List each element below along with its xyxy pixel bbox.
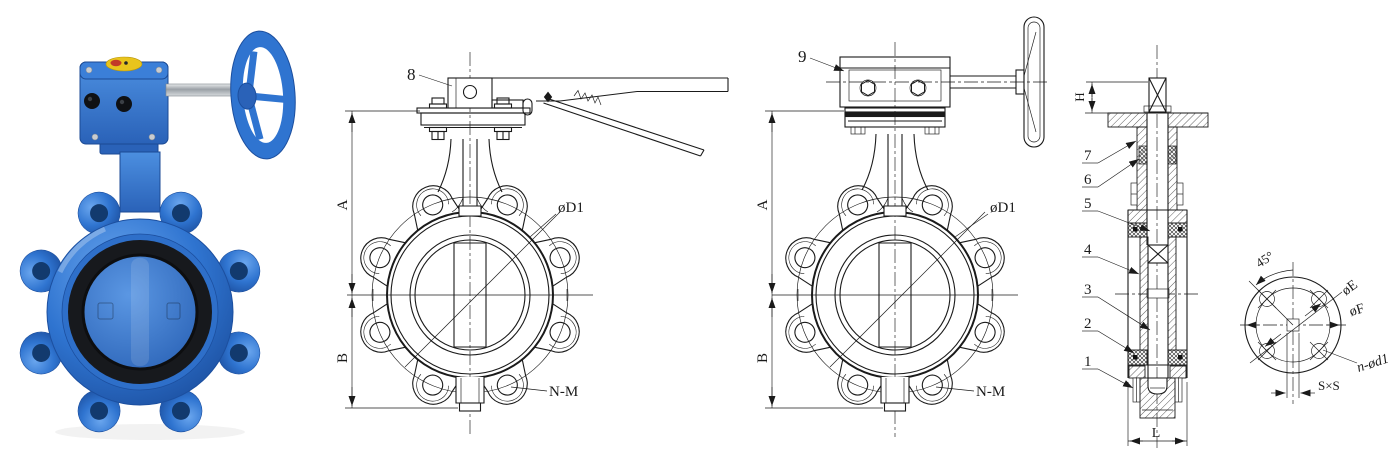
dim-l-label: L [1152, 426, 1161, 441]
photo-shadow [55, 424, 245, 440]
dimension-l: L [1127, 382, 1188, 446]
taper-pin [1146, 288, 1170, 299]
dim-d1-label: øD1 [990, 200, 1016, 216]
part-callouts: 7 6 5 4 3 2 1 [1082, 140, 1151, 389]
bolt-holes [1257, 289, 1329, 361]
callout-9-label: 9 [798, 47, 807, 66]
dim-b-label: B [335, 353, 351, 363]
dim-f-label: øF [1348, 301, 1367, 320]
callout-8-label: 8 [407, 65, 416, 84]
stem-square-end [1143, 77, 1172, 113]
dimension-e: øE [1249, 278, 1361, 364]
handwheel-side [950, 16, 1045, 148]
bottom-hub [1139, 377, 1176, 419]
handwheel-photo [230, 30, 296, 160]
valve-neck-front [437, 138, 503, 217]
dim-nm-leader [510, 386, 548, 392]
dim-sxs-label: S×S [1318, 378, 1340, 393]
latch-spring [573, 89, 602, 106]
latch-pivot [543, 91, 553, 103]
stop-knob-left [84, 93, 100, 109]
view-section: H L 7 6 5 4 3 2 [1072, 45, 1209, 448]
gearbox [839, 56, 951, 108]
product-photo [19, 30, 296, 440]
dim-d1-leader [529, 213, 557, 238]
view-gear-front: 9 A B øD1 N-M [755, 16, 1048, 437]
dim-nm-leader [935, 386, 975, 392]
dim-e-label: øE [1339, 278, 1360, 299]
part-6-label: 6 [1084, 172, 1092, 188]
callout-9-leader [809, 57, 845, 72]
callout-8-leader [418, 74, 453, 87]
dim-a-label: A [755, 199, 771, 210]
dim-nm-label: N-M [976, 384, 1005, 400]
stem-disc-connection [1147, 244, 1169, 264]
trigger-lever [543, 97, 705, 157]
dimension-a-b: A B [755, 110, 883, 409]
packing-gland [1127, 209, 1188, 238]
dim-nm-label: N-M [549, 384, 578, 400]
stem-bushing [1138, 145, 1148, 165]
dim-nd1-label: n-ød1 [1355, 351, 1391, 375]
dimension-square: S×S [1271, 333, 1340, 398]
dim-d1-label: øD1 [558, 200, 584, 216]
valve-body-photo [19, 191, 261, 433]
dimension-f: øF [1246, 301, 1367, 329]
input-shaft [165, 83, 233, 97]
lower-seal [1127, 349, 1188, 403]
stem-bore-bottom [1147, 377, 1168, 395]
dimension-h: H [1072, 81, 1148, 114]
view-flange-pad: 45° øE øF n-ød1 S×S [1240, 248, 1391, 404]
part-1-label: 1 [1084, 354, 1092, 370]
plate-bolt [493, 97, 513, 141]
lever-handle [447, 77, 729, 157]
dimension-a-b: A B [335, 110, 458, 409]
part-2-label: 2 [1084, 316, 1092, 332]
part-5-label: 5 [1084, 196, 1092, 212]
pad-outer-circle [1244, 276, 1342, 374]
gearbox-bolt [909, 79, 927, 97]
valve-disc [81, 253, 199, 371]
top-flange-plate [1107, 112, 1209, 128]
part-3-label: 3 [1084, 282, 1092, 298]
dim-h-label: H [1072, 92, 1087, 101]
dim-45-label: 45° [1253, 248, 1276, 270]
part-4-label: 4 [1084, 242, 1092, 258]
gear-actuator [79, 56, 169, 213]
view-lever-front: 8 A B øD1 N-M [335, 52, 729, 437]
dim-a-label: A [335, 199, 351, 210]
dim-b-label: B [755, 353, 771, 363]
plate-bolt [428, 97, 448, 141]
dimension-45deg: 45° [1248, 248, 1294, 326]
gearbox-bolt [859, 79, 877, 97]
gearbox-base-plate [844, 107, 946, 135]
stop-knob-right [116, 96, 132, 112]
dim-d1-leader [954, 213, 989, 238]
valve-neck [119, 151, 161, 213]
neck-section [1130, 126, 1184, 211]
dimension-holes: n-ød1 [1322, 349, 1391, 376]
part-7-label: 7 [1084, 148, 1092, 164]
valve-neck-front [861, 133, 929, 217]
